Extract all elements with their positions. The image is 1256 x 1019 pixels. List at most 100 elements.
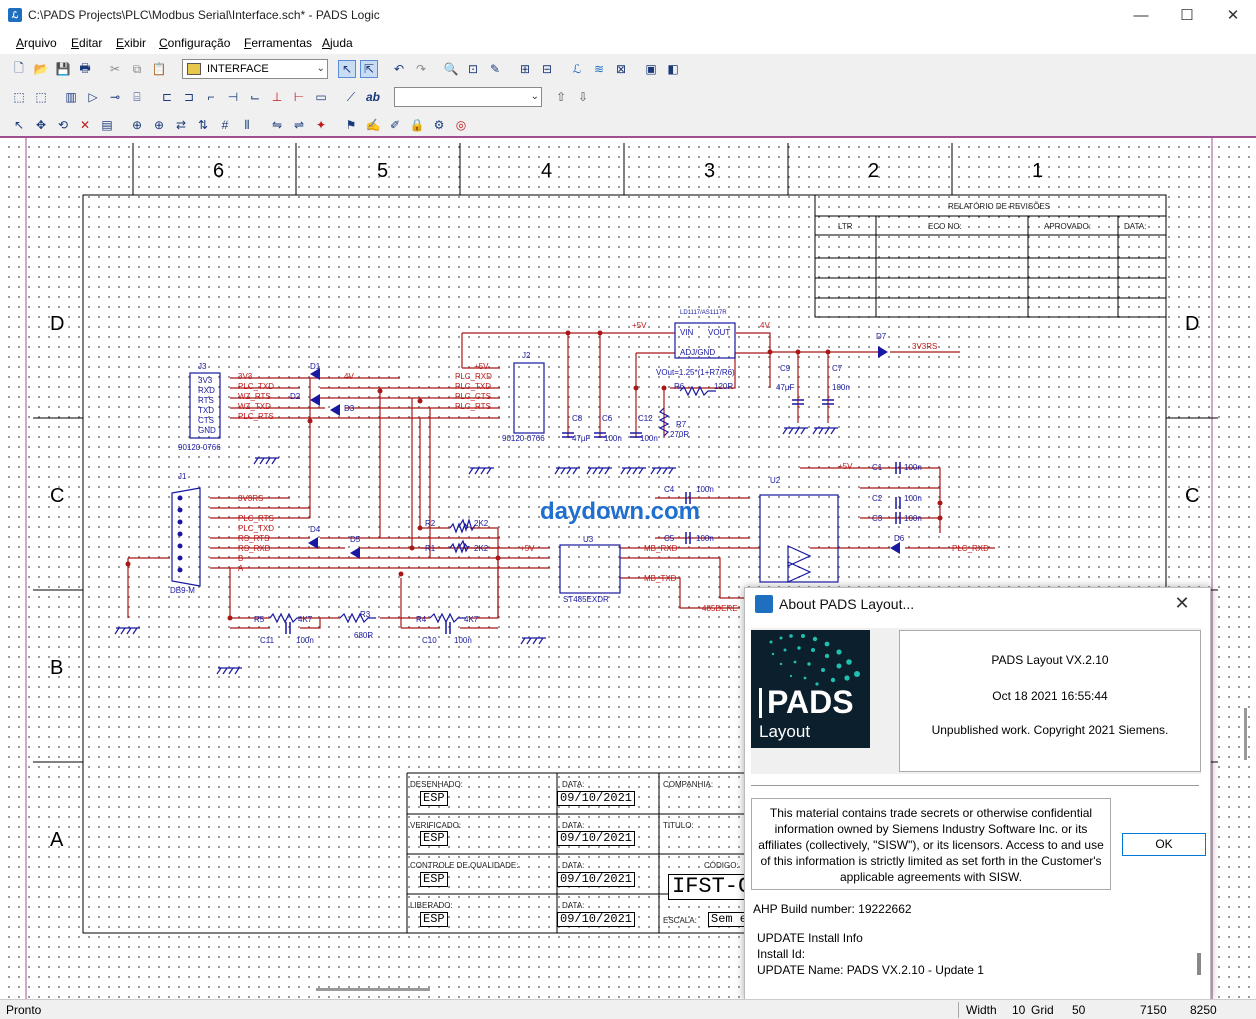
redo-icon[interactable]: ↷ — [415, 62, 427, 76]
width-label: Width — [966, 1003, 997, 1017]
maximize-button[interactable]: ☐ — [1180, 7, 1194, 24]
paste-icon[interactable]: 📋 — [151, 62, 167, 76]
window-title: C:\PADS Projects\PLC\Modbus Serial\Inter… — [28, 8, 380, 22]
menu-configuracao[interactable]: Configuração — [159, 36, 231, 50]
power-icon[interactable]: ⌙ — [249, 90, 261, 104]
menu-ferramentas[interactable]: Ferramentas — [244, 36, 313, 50]
delete-icon[interactable]: ✕ — [79, 118, 91, 132]
zone-label: C — [50, 485, 65, 507]
add-wire-icon[interactable]: ⊕ — [153, 118, 165, 132]
pads-router-icon[interactable]: ≋ — [593, 62, 605, 76]
draft-line-icon[interactable]: ⟋ — [346, 89, 356, 104]
undo-icon[interactable]: ↶ — [393, 62, 405, 76]
new-file-icon[interactable]: 🗋 — [14, 60, 24, 75]
zoom-icon[interactable]: 🔍 — [443, 62, 459, 76]
close-window-button[interactable]: ✕ — [1226, 7, 1240, 24]
lock-icon[interactable]: 🔒 — [409, 118, 425, 132]
net-label: +5V — [520, 544, 535, 553]
decal-icon[interactable]: ◎ — [455, 118, 467, 132]
gate-icon[interactable]: ▷ — [88, 90, 98, 104]
val-c2: 100n — [904, 494, 922, 503]
j1-part: DB9-M — [170, 586, 195, 595]
flip-icon[interactable]: ⇋ — [271, 118, 283, 132]
menu-ajuda[interactable]: Ajuda — [322, 36, 353, 50]
logo-dots-icon — [769, 634, 860, 686]
copy-icon[interactable]: ⧉ — [132, 61, 142, 76]
bus-entry-icon[interactable]: ⌐ — [207, 90, 215, 104]
print-icon[interactable]: 🖶 — [79, 60, 91, 75]
add-vertex-icon[interactable]: ✦ — [315, 118, 327, 132]
add-bus-icon[interactable]: ⊐ — [183, 90, 195, 104]
part-icon[interactable]: ▥ — [65, 90, 77, 104]
width-value: 10 — [1012, 1003, 1026, 1017]
library-icon[interactable]: ⊟ — [541, 62, 553, 76]
zoom-fit-icon[interactable]: ⊡ — [467, 62, 479, 76]
tb-date: 09/10/2021 — [557, 872, 636, 887]
select-net-icon[interactable]: ⬚ — [35, 90, 47, 104]
edit-field-icon[interactable]: ✐ — [389, 118, 401, 132]
properties-icon[interactable]: ▤ — [101, 118, 113, 132]
text-icon[interactable]: ab — [365, 90, 380, 104]
save-icon[interactable]: 💾 — [55, 62, 71, 76]
text-style-select[interactable]: ⌄ — [394, 87, 542, 107]
val-c7: 100n — [832, 383, 850, 392]
u3-part: ST485EXDR — [563, 595, 609, 604]
sheet-select[interactable]: INTERFACE ⌄ — [182, 59, 328, 79]
off-page-icon[interactable]: ⊣ — [227, 90, 239, 104]
select-mode-icon[interactable]: ↖ — [338, 60, 356, 78]
move-icon[interactable]: ✥ — [35, 118, 47, 132]
add-connection-icon[interactable]: ⊏ — [161, 90, 173, 104]
u1-vout: VOUT — [708, 328, 731, 337]
part-editor-icon[interactable]: ⚙ — [433, 118, 445, 132]
pointer-icon[interactable]: ↖ — [13, 118, 25, 132]
ref-c5: C5 — [664, 534, 675, 543]
horizontal-scrollbar[interactable] — [316, 988, 430, 991]
hyperlynx-icon[interactable]: ⊠ — [615, 62, 627, 76]
tb-label: DESENHADO: — [410, 780, 463, 789]
revisions-header: LTR — [838, 222, 853, 231]
edit-text-icon[interactable]: ✍ — [365, 118, 381, 132]
menu-exibir[interactable]: Exibir — [116, 36, 147, 50]
minimize-button[interactable]: — — [1133, 7, 1149, 24]
menu-editar[interactable]: Editar — [71, 36, 103, 50]
no-connect-icon[interactable]: ⊢ — [293, 90, 305, 104]
gate-swap-icon[interactable]: ⇅ — [197, 118, 209, 132]
arrow-up-icon[interactable]: ⇧ — [555, 90, 567, 104]
ground-icon[interactable]: ⊥ — [271, 90, 283, 104]
legal-notice-text: This material contains trade secrets or … — [758, 806, 1104, 884]
net-label: PLC_TXD — [455, 382, 492, 391]
redraw-icon[interactable]: ✎ — [489, 62, 501, 76]
cut-icon[interactable]: ✂ — [109, 62, 121, 76]
vertical-scrollbar[interactable] — [1244, 708, 1247, 760]
val-c12: 100n — [640, 434, 658, 443]
select-filter-icon[interactable]: ⇱ — [360, 60, 378, 78]
legal-notice: This material contains trade secrets or … — [751, 798, 1111, 890]
net-label-icon[interactable]: ⌸ — [133, 89, 141, 104]
add-part-icon[interactable]: ⊞ — [519, 62, 531, 76]
pads-layout-icon[interactable]: ℒ — [572, 62, 582, 76]
split-icon[interactable]: ⫴ — [244, 117, 250, 132]
menu-arquivo[interactable]: Arquivo — [16, 36, 57, 50]
tb-date: 09/10/2021 — [557, 912, 636, 927]
reports-icon[interactable]: ▣ — [645, 62, 657, 76]
pin-icon[interactable]: ⊸ — [109, 90, 121, 104]
pdf-icon[interactable]: ◧ — [667, 62, 679, 76]
update-scrollbar[interactable] — [1197, 953, 1201, 975]
arrow-down-icon[interactable]: ⇩ — [577, 90, 589, 104]
rotate-icon[interactable]: ⟲ — [57, 118, 69, 132]
renumber-icon[interactable]: # — [221, 118, 229, 132]
swap-icon[interactable]: ⇄ — [175, 118, 187, 132]
open-folder-icon[interactable]: 📂 — [33, 62, 49, 76]
attribute-icon[interactable]: ⚑ — [345, 118, 357, 132]
dialog-title: About PADS Layout... — [779, 596, 915, 612]
select-all-icon[interactable]: ⬚ — [13, 90, 25, 104]
zone-label: 4 — [541, 160, 553, 182]
mirror-icon[interactable]: ⇌ — [293, 118, 305, 132]
net-label: +5V — [838, 462, 853, 471]
ok-button[interactable]: OK — [1122, 833, 1206, 856]
drafting-toolbar: ⬚ ⬚ ▥ ▷ ⊸ ⌸ ⊏ ⊐ ⌐ ⊣ ⌙ ⊥ ⊢ ▭ ⟋ ab ⌄ ⇧ ⇩ — [0, 84, 600, 110]
grid-label: Grid — [1031, 1003, 1054, 1017]
field-icon[interactable]: ▭ — [315, 90, 327, 104]
add-component-icon[interactable]: ⊕ — [131, 118, 143, 132]
dialog-close-button[interactable]: ✕ — [1174, 593, 1190, 613]
